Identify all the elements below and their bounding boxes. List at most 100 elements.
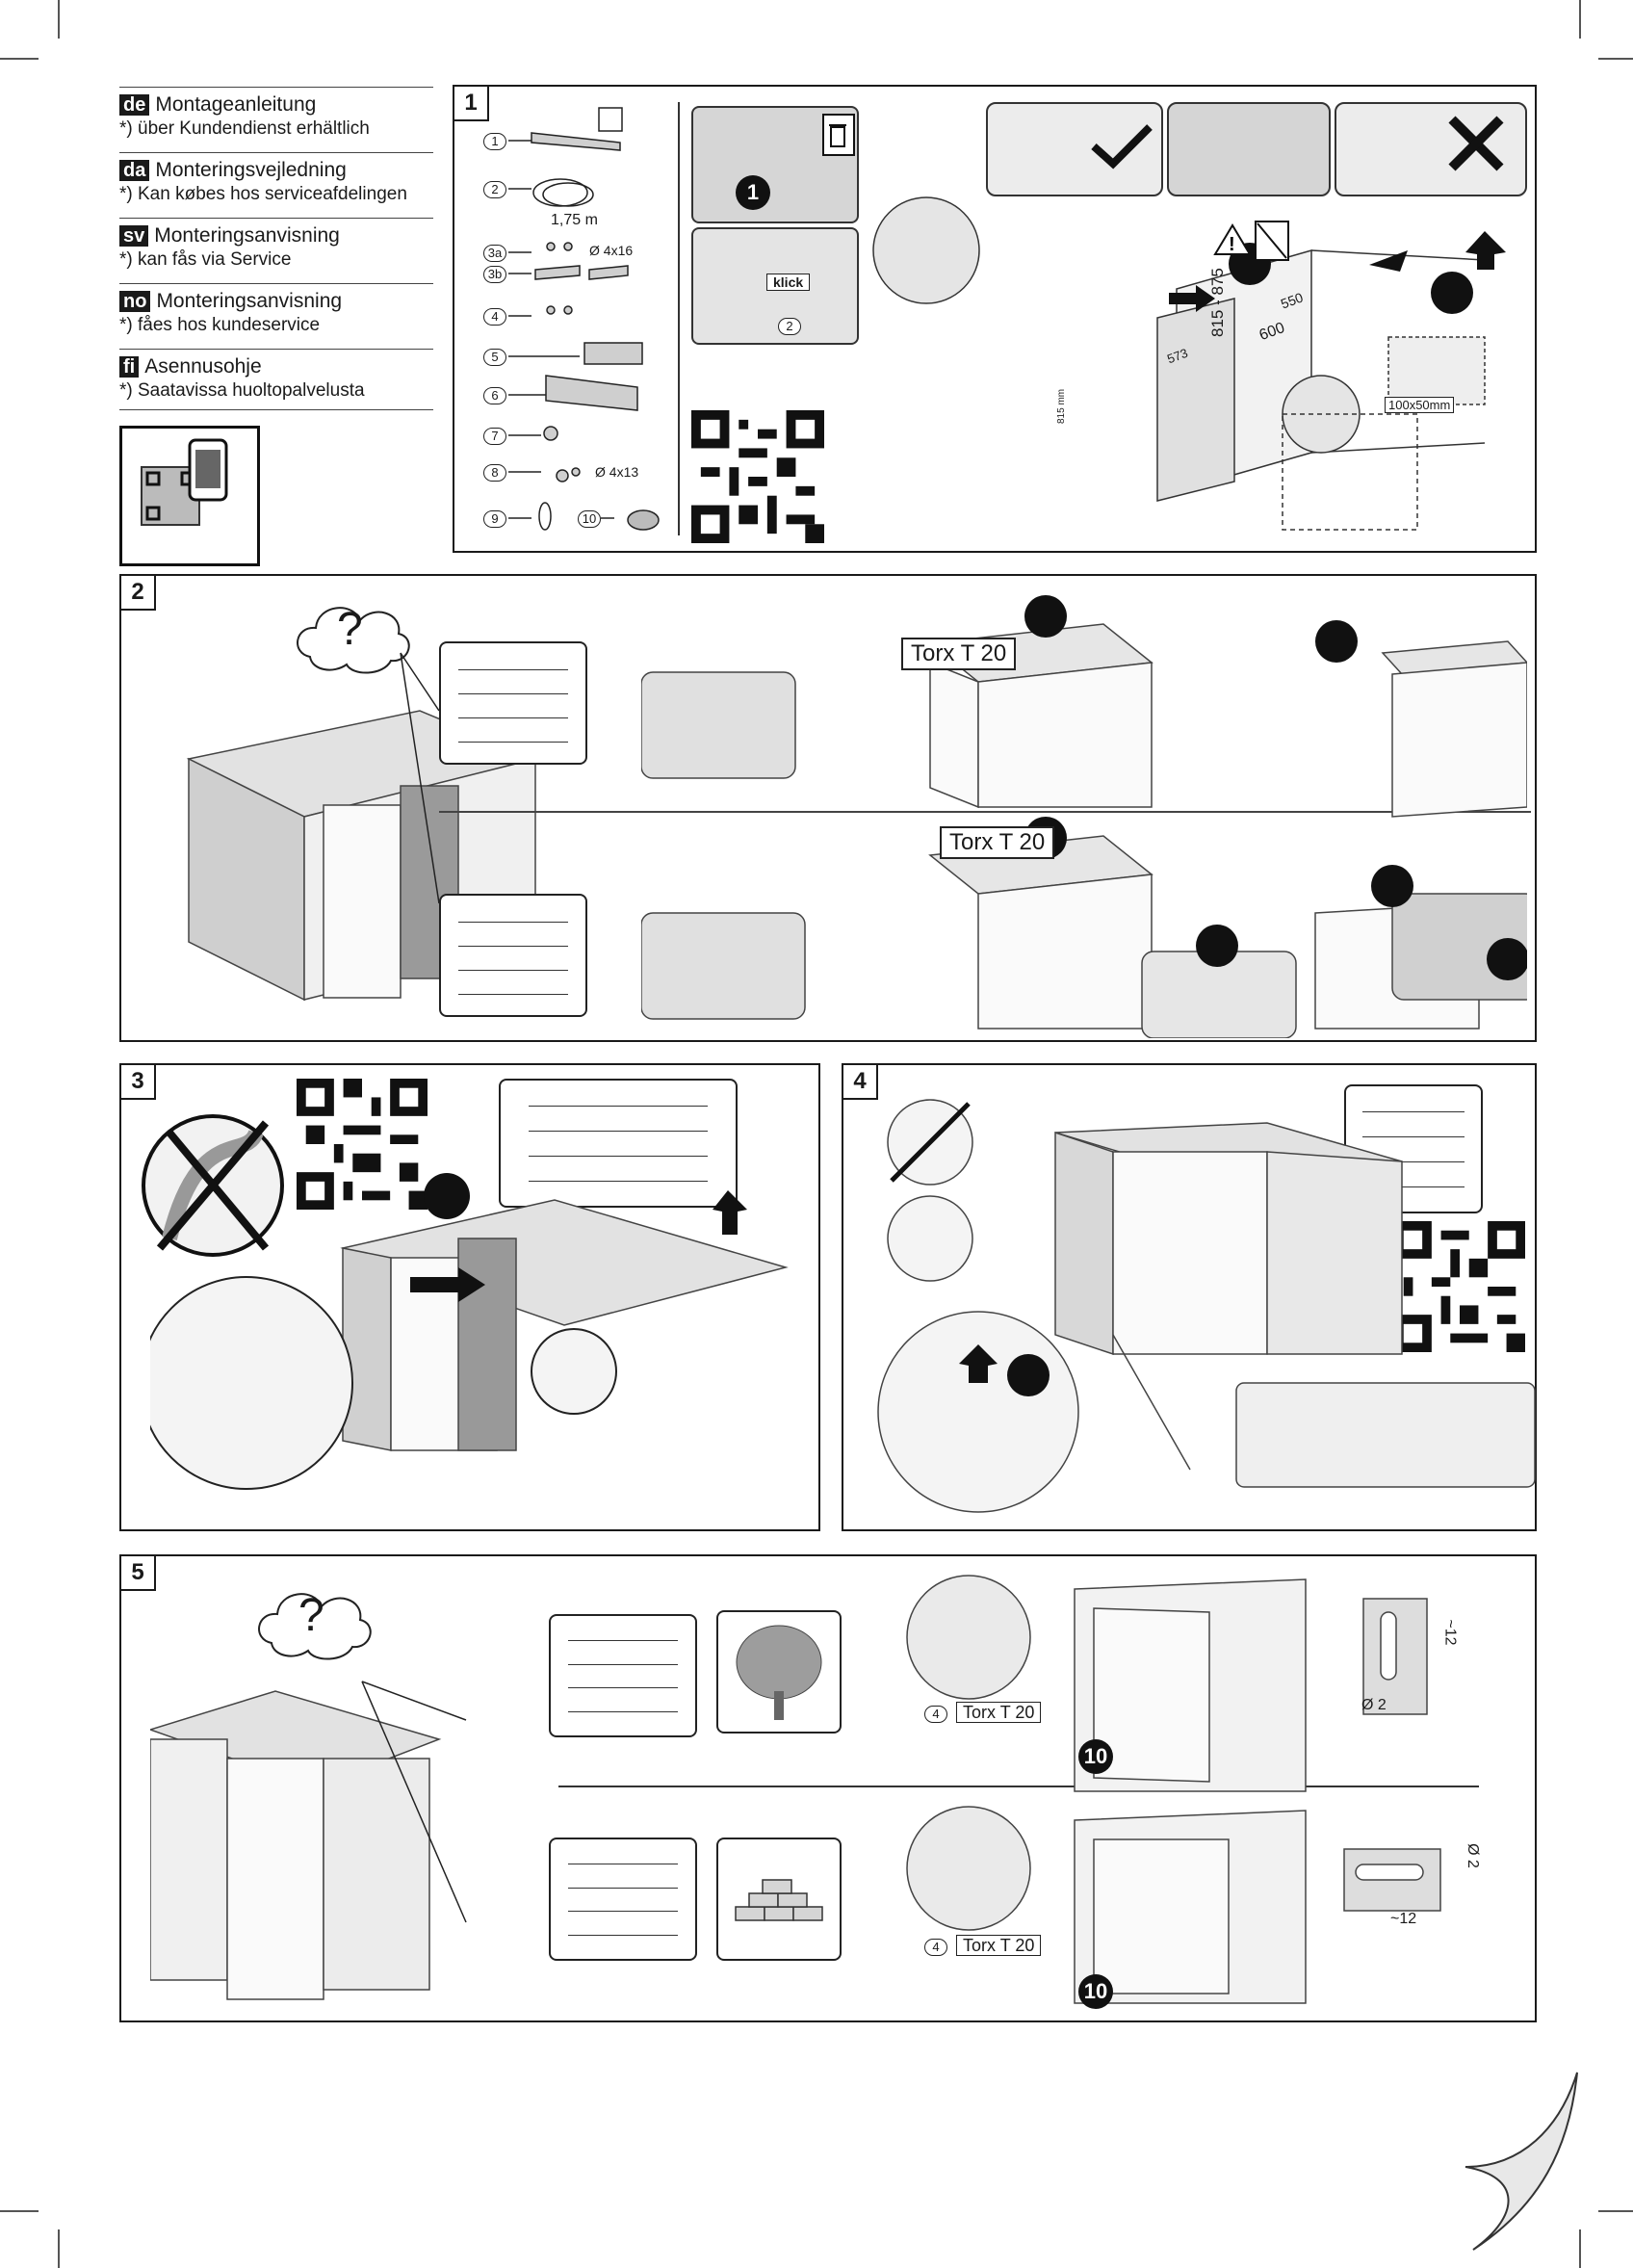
dimension-slot-diameter: Ø 2 [1361, 1697, 1387, 1713]
divider [439, 811, 1531, 813]
correct-rail-illustration [986, 102, 1163, 196]
part-label: 4 [924, 1706, 947, 1723]
question-mark: ? [298, 1590, 324, 1641]
qr-code [691, 410, 824, 543]
question-mark: ? [337, 604, 363, 655]
part-label: 7 [483, 428, 506, 445]
brick-wall-icon [716, 1838, 842, 1961]
language-note: *) Kan købes hos serviceafdelingen [119, 184, 407, 204]
language-note: *) kan fås via Service [119, 249, 292, 270]
part-label: 4 [483, 308, 506, 326]
dimension-slot-diameter: Ø 2 [1464, 1843, 1481, 1868]
torx-label: Torx T 20 [956, 1935, 1042, 1956]
cloud-question-icon [297, 607, 410, 674]
language-code: da [119, 160, 150, 181]
text-placeholder-box [499, 1079, 738, 1208]
phone-scan-icon [119, 426, 260, 566]
crop-mark [1598, 2210, 1633, 2212]
page-curl-icon [1465, 2072, 1578, 2251]
part-screw-size: Ø 4x16 [589, 243, 634, 258]
part-label: 1 [483, 133, 506, 150]
part-label: 3a [483, 245, 506, 262]
text-placeholder-box [1344, 1084, 1483, 1213]
dimension-height-range: 815 - 875 [1208, 268, 1227, 337]
part-torx-label: 4 Torx T 20 [924, 1935, 1042, 1956]
language-note: *) über Kundendienst erhältlich [119, 118, 370, 139]
part-label: 4 [924, 1939, 947, 1956]
part-label: 8 [483, 464, 506, 482]
side-bracket-illustration [906, 1575, 1441, 2004]
klick-label: klick [766, 274, 811, 291]
bracket-mounting-illustration [641, 595, 1527, 1038]
crop-mark [1579, 2229, 1581, 2268]
part-hose-length: 1,75 m [551, 212, 598, 228]
language-code: de [119, 94, 150, 116]
panel-step-4: 4 [842, 1063, 1537, 1531]
language-title: Monteringsanvisning [154, 224, 340, 247]
language-code: fi [119, 356, 140, 378]
panel-step-2: 2 ? [119, 574, 1537, 1042]
step-circle: 10 [1078, 1974, 1113, 2009]
panel-number: 5 [121, 1556, 156, 1591]
panel-number: 1 [454, 87, 489, 121]
wood-tree-icon [716, 1610, 842, 1734]
language-note: *) Saatavissa huoltopalvelusta [119, 380, 365, 401]
parts-illustration [508, 107, 660, 531]
hose-connection-illustration: klick 2 [691, 227, 859, 345]
dimension-opening: 100x50mm [1385, 397, 1455, 413]
qr-code [297, 1079, 428, 1210]
language-code: no [119, 291, 151, 312]
part-label: 2 [778, 318, 801, 335]
kitchen-installed-illustration [150, 1681, 467, 2000]
part-label: 10 [578, 510, 601, 528]
crop-mark [1598, 58, 1633, 60]
torx-label: Torx T 20 [956, 1702, 1042, 1723]
dimension-appliance-height: 815 mm [1056, 388, 1067, 424]
appliance-insertion-illustration [150, 1173, 789, 1490]
panel-step-5: 5 ? [119, 1554, 1537, 2022]
crop-mark [0, 2210, 39, 2212]
incorrect-rail-illustration [1335, 102, 1527, 196]
part-label: 3b [483, 266, 506, 283]
language-code: sv [119, 225, 149, 247]
part-label: 5 [483, 349, 506, 366]
part-label: 6 [483, 387, 506, 404]
torx-label: Torx T 20 [901, 638, 1017, 670]
text-placeholder-box [549, 1838, 697, 1961]
no-kinked-hose-icon [142, 1114, 284, 1257]
divider [678, 102, 680, 535]
step-circle: 10 [1078, 1739, 1113, 1774]
torx-label: Torx T 20 [940, 826, 1055, 859]
leader-lines [400, 652, 440, 904]
panel-step-3: 3 [119, 1063, 820, 1531]
language-title: Monteringsanvisning [156, 290, 343, 312]
trash-icon [822, 114, 855, 156]
dimension-slot-width: ~12 [1390, 1911, 1417, 1927]
crop-mark [0, 58, 39, 60]
part-label: 9 [483, 510, 506, 528]
svg-text:!: ! [1229, 234, 1235, 255]
language-title: Montageanleitung [155, 93, 317, 116]
panel-number: 2 [121, 576, 156, 611]
part-torx-label: 4 Torx T 20 [924, 1702, 1042, 1723]
height-adjustment-illustration [877, 1099, 1536, 1513]
text-placeholder-box [549, 1614, 697, 1737]
cloud-question-icon [258, 1593, 372, 1660]
worktop-detail-illustration [1167, 102, 1331, 196]
step-circle: 1 [736, 175, 770, 210]
text-placeholder-box [439, 641, 587, 765]
text-placeholder-box [439, 894, 587, 1017]
panel-number: 3 [121, 1065, 156, 1100]
panel-number: 4 [843, 1065, 878, 1100]
language-title: Monteringsvejledning [155, 159, 347, 181]
panel-step-1: 1 1 2 1,75 m 3a Ø 4x16 3b 4 5 6 7 8 Ø 4x… [453, 85, 1537, 553]
part-screw-size: Ø 4x13 [595, 464, 639, 480]
crop-mark [1579, 0, 1581, 39]
divider [558, 1786, 1479, 1787]
niche-dimension-illustration: ! [872, 196, 1506, 531]
